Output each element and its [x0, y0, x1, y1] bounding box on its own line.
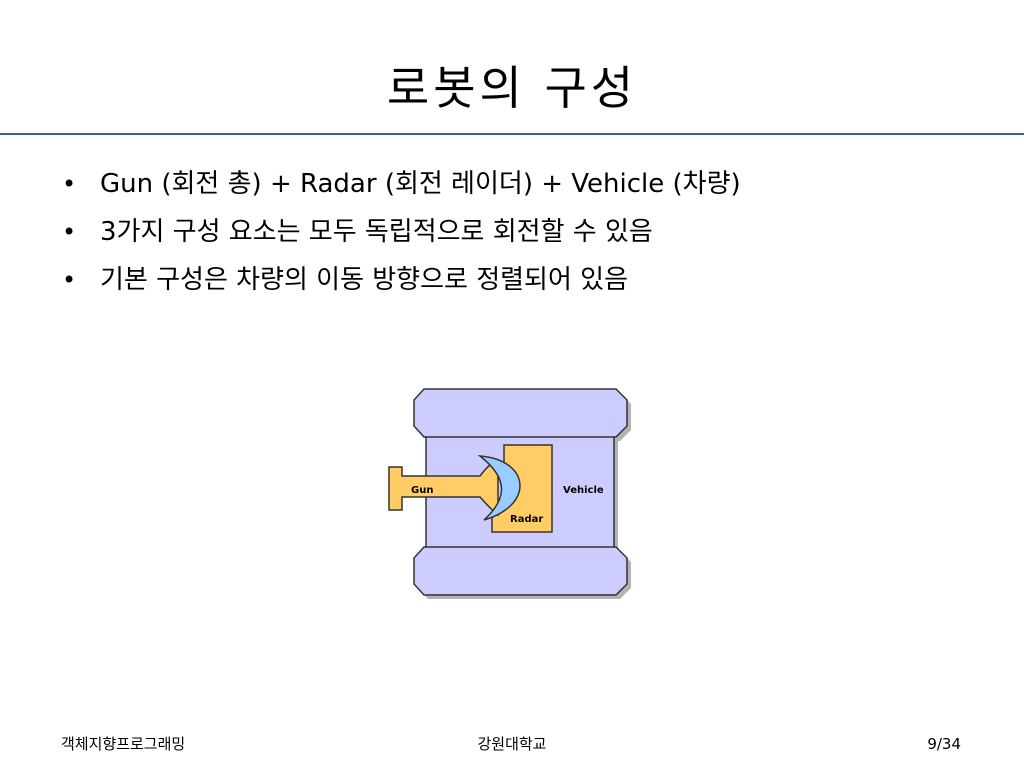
slide-title: 로봇의 구성: [386, 61, 638, 115]
title-divider: [0, 133, 1024, 135]
footer-page-number: 9/34: [927, 735, 961, 753]
radar-label: Radar: [510, 514, 543, 525]
footer-course-name: 객체지향프로그래밍: [61, 735, 186, 753]
bullet-item: • 기본 구성은 차량의 이동 방향으로 정렬되어 있음: [62, 256, 1002, 304]
vehicle-track-bottom: [413, 546, 628, 596]
gun-label: Gun: [411, 485, 433, 496]
footer-university: 강원대학교: [477, 735, 547, 753]
bullet-text: 기본 구성은 차량의 이동 방향으로 정렬되어 있음: [100, 265, 628, 295]
bullet-item: • 3가지 구성 요소는 모두 독립적으로 회전할 수 있음: [62, 208, 1002, 256]
bullet-dot: •: [62, 266, 77, 294]
bullet-text: Gun (회전 총) + Radar (회전 레이더) + Vehicle (차…: [100, 169, 741, 199]
vehicle-track-top: [413, 388, 628, 438]
bullet-text: 3가지 구성 요소는 모두 독립적으로 회전할 수 있음: [100, 217, 653, 247]
bullet-item: • Gun (회전 총) + Radar (회전 레이더) + Vehicle …: [62, 160, 1002, 208]
bullet-dot: •: [62, 218, 77, 246]
bullet-dot: •: [62, 170, 77, 198]
radar-dish: [477, 455, 521, 521]
robot-diagram: Gun Radar Vehicle: [380, 380, 640, 605]
vehicle-label: Vehicle: [563, 485, 604, 496]
bullet-list: • Gun (회전 총) + Radar (회전 레이더) + Vehicle …: [62, 160, 1002, 304]
